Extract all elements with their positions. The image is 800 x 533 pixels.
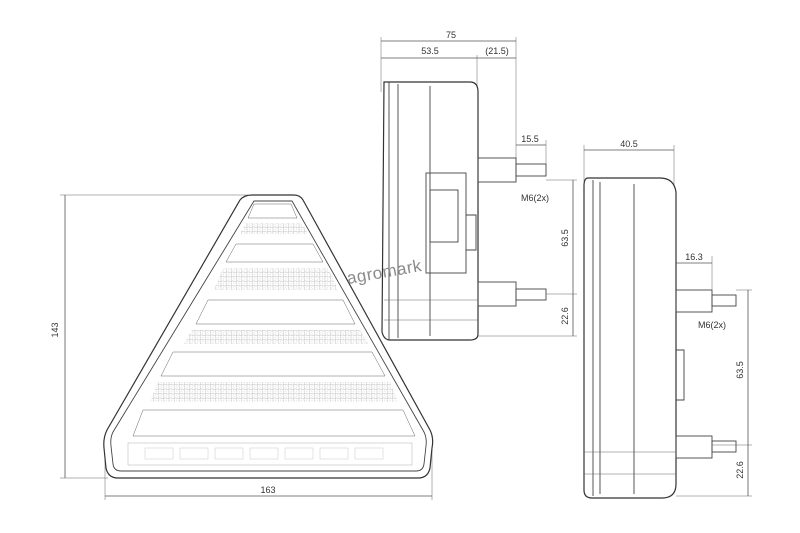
side-view-1: 75 53.5 (21.5) 15.5 M6(2x) 63.5 22.6 bbox=[380, 30, 577, 341]
stud-spacing-label: 63.5 bbox=[560, 229, 570, 247]
reflector-band bbox=[160, 351, 386, 377]
stud-thread bbox=[515, 163, 547, 177]
thread-label: M6(2x) bbox=[521, 193, 549, 203]
stud-boss bbox=[675, 289, 713, 313]
stud-offset-label: 22.6 bbox=[735, 461, 745, 479]
total-depth-label: 75 bbox=[446, 30, 456, 40]
reflector-band bbox=[132, 409, 416, 437]
stud-boss bbox=[675, 435, 713, 459]
housing-side-profile bbox=[583, 177, 677, 499]
stud-length-label: 15.5 bbox=[521, 134, 539, 144]
stud-thread bbox=[515, 288, 547, 301]
stud-offset-label: 22.6 bbox=[560, 307, 570, 325]
stud-length-label: 16.3 bbox=[685, 252, 703, 262]
stud-thread bbox=[711, 294, 737, 307]
cable-clip bbox=[676, 349, 685, 401]
reflector-band bbox=[225, 243, 324, 263]
stud-spacing-label: 63.5 bbox=[735, 361, 745, 379]
light-section bbox=[184, 330, 368, 344]
cable-clip bbox=[466, 214, 477, 251]
width-dimension-label: 163 bbox=[260, 485, 275, 495]
reflector-band bbox=[195, 299, 356, 325]
height-dimension-label: 143 bbox=[50, 322, 60, 337]
light-section bbox=[214, 268, 338, 290]
depth-label: 40.5 bbox=[620, 139, 638, 149]
light-section bbox=[240, 223, 308, 234]
depth-a-label: 53.5 bbox=[421, 46, 439, 56]
stud-boss bbox=[477, 281, 517, 307]
stud-boss bbox=[477, 157, 517, 183]
mount-window bbox=[429, 189, 459, 243]
reflector-band bbox=[247, 203, 298, 219]
side-view-2: 40.5 16.3 M6(2x) 63.5 22.6 bbox=[583, 139, 752, 499]
mount-block bbox=[425, 172, 467, 274]
light-section bbox=[150, 382, 398, 402]
bottom-strip-leds bbox=[144, 447, 384, 460]
bottom-light-strip bbox=[127, 442, 413, 466]
thread-label: M6(2x) bbox=[698, 320, 726, 330]
depth-b-label: (21.5) bbox=[485, 46, 509, 56]
lamp-lens-outline bbox=[110, 200, 427, 472]
stud-thread bbox=[711, 440, 737, 453]
front-view: 143 163 bbox=[50, 194, 434, 500]
